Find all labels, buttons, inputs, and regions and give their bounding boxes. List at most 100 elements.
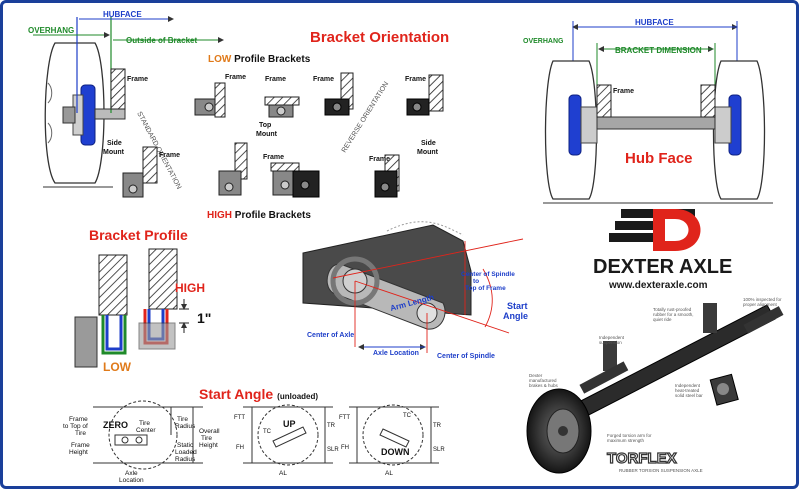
overhang-label: OVERHANG (523, 38, 564, 45)
callout-6a: Forged torsion arm for (607, 433, 652, 438)
al-label: AL (279, 470, 287, 477)
start-angle-1: Start (507, 301, 528, 311)
start-angle-title: Start Angle(unloaded) (199, 386, 318, 402)
callout-4b: manufactured (529, 378, 557, 383)
bracket-orientation-title: Bracket Orientation (310, 29, 449, 46)
callout-2b: proper alignment (743, 302, 778, 307)
side-mount-right-2: Mount (417, 149, 439, 156)
frame-height-1: Frame (71, 442, 90, 449)
callout-1b: rubber for a smooth, (653, 312, 694, 317)
frame-label: Frame (159, 152, 180, 159)
frame-to-top-2: to Top of (63, 423, 88, 430)
tr-label: TR (327, 423, 336, 429)
high-rest: Profile Brackets (232, 210, 311, 221)
one-inch-label: 1" (197, 310, 211, 326)
tire-side-view (43, 42, 126, 188)
low-bracket-top: Frame (264, 76, 300, 118)
high-bracket-top: Frame (218, 142, 300, 196)
low-profile-heading: LOW Profile Brackets (208, 54, 311, 65)
bracket-profile-title: Bracket Profile (89, 227, 188, 243)
hub-face-title: Hub Face (625, 150, 693, 167)
brand-name: DEXTER AXLE (593, 256, 732, 278)
start-angle-up: UP FTT FH TC TR SLR AL (234, 404, 339, 477)
axle-location-2: Location (119, 477, 144, 484)
frame-label: Frame (405, 76, 426, 83)
dexter-axle-logo: DEXTER AXLE www.dexteraxle.com (593, 209, 732, 291)
callout-5c: solid steel bar (675, 393, 703, 398)
start-angle-title-text: Start Angle (199, 386, 273, 402)
frame-label: Frame (313, 76, 334, 83)
frame-to-top-3: Tire (75, 430, 86, 437)
center-of-axle-label: Center of Axle (307, 332, 354, 339)
tr-label: TR (433, 423, 442, 429)
axle-location-1: Axle (125, 470, 138, 477)
static-loaded-1: Static (177, 442, 194, 449)
frame-to-top-1: Frame (69, 416, 88, 423)
start-angle-down: DOWN FTT FH TC TR SLR AL (339, 404, 445, 477)
fh-label: FH (236, 445, 244, 451)
axle-location-label: Axle Location (373, 350, 419, 357)
center-spindle-top-2: to (473, 278, 479, 285)
tire-radius-2: Radius (175, 423, 196, 430)
overhang-label: OVERHANG (28, 26, 74, 35)
axle-tube (596, 116, 716, 130)
low-word: LOW (208, 54, 232, 65)
start-angle-zero: ZERO Tire Center Tire Radius Static Load… (63, 400, 220, 484)
callout-2a: 100% inspected for (743, 297, 782, 302)
callout-3a: Independent (599, 335, 625, 340)
side-mount-left-1: Side (107, 140, 122, 147)
low-rest: Profile Brackets (231, 54, 310, 65)
low-bracket-side-left: Frame (194, 74, 246, 118)
overall-tire-1: Overall (199, 428, 220, 435)
fh-label: FH (341, 445, 349, 451)
slr-label: SLR (327, 447, 339, 453)
zero-label: ZERO (103, 420, 128, 430)
up-label: UP (283, 419, 296, 429)
tire-center-1: Tire (139, 420, 150, 427)
high-label: HIGH (175, 281, 205, 295)
spindle-geometry-panel: Arm Length Center of Spindle to Top of F… (302, 221, 528, 360)
torflex-logo: TORFLEX (607, 450, 677, 467)
high-word: HIGH (207, 210, 232, 221)
callout-4c: brakes & hubs (529, 383, 559, 388)
hubface-label: HUBFACE (103, 10, 142, 19)
torflex-tagline: RUBBER TORSION SUSPENSION AXLE (619, 468, 703, 473)
frame-block (110, 68, 126, 110)
callout-1c: quiet ride (653, 317, 672, 322)
center-spindle-top-1: Center of Spindle (461, 271, 515, 278)
brand-url: www.dexteraxle.com (608, 280, 708, 291)
callout-4a: Dexter (529, 373, 543, 378)
hub-face-panel: HUBFACE BRACKET DIMENSION OVERHANG Frame… (523, 18, 773, 204)
frame-label: Frame (265, 76, 286, 83)
callout-1a: Totally rust-proofed (653, 307, 692, 312)
callout-3b: suspension (599, 340, 622, 345)
hubface-label: HUBFACE (635, 18, 674, 27)
outside-of-bracket-label: Outside of Bracket (126, 36, 197, 45)
tire-radius-1: Tire (177, 416, 188, 423)
bracket-dimension-label: BRACKET DIMENSION (615, 46, 702, 55)
frame-label: Frame (225, 74, 246, 81)
tc-label: TC (403, 413, 412, 419)
center-spindle-top-3: Top of Frame (465, 285, 506, 292)
down-label: DOWN (381, 447, 410, 457)
ftt-label: FTT (339, 415, 350, 421)
high-bracket-reverse: Frame (292, 154, 400, 198)
frame-height-2: Height (69, 449, 88, 456)
start-angle-2: Angle (503, 311, 528, 321)
center-of-spindle-label: Center of Spindle (437, 353, 495, 360)
frame-label: Frame (613, 88, 634, 95)
side-mount-left-2: Mount (103, 149, 125, 156)
side-mount-right-1: Side (421, 140, 436, 147)
dexter-d-mark (609, 209, 701, 251)
frame-label: Frame (263, 154, 284, 161)
tc-label: TC (263, 429, 272, 435)
slr-label: SLR (433, 447, 445, 453)
high-profile-heading: HIGH Profile Brackets (207, 210, 311, 221)
frame-label: Frame (127, 76, 148, 83)
al-label: AL (385, 470, 393, 477)
tire-center-2: Center (136, 427, 156, 434)
top-mount-2: Mount (256, 131, 278, 138)
ftt-label: FTT (234, 415, 245, 421)
bracket-profile-panel: Bracket Profile HIGH 1" LOW (74, 227, 211, 374)
